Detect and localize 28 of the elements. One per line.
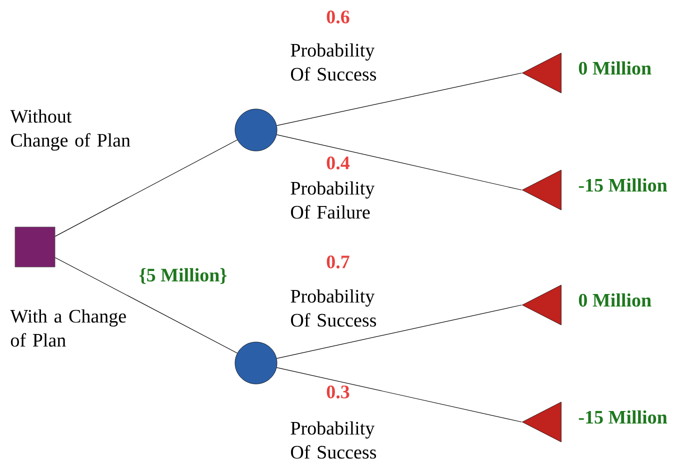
edge-label: Probability Of Success — [290, 421, 376, 459]
payoff-label: -15 Million — [578, 178, 668, 192]
probability-value: 0.7 — [325, 254, 351, 270]
chance-circle — [234, 342, 278, 384]
probability-value: 0.6 — [325, 10, 351, 24]
branch-line — [54, 257, 238, 354]
end-triangle — [522, 170, 562, 210]
payoff-label: 0 Million — [578, 293, 652, 307]
probability-value: 0.4 — [325, 156, 351, 170]
branch-line — [276, 72, 522, 126]
end-triangle — [522, 284, 562, 326]
edge-label: Without Change of Plan — [10, 109, 130, 151]
edge-label: Probability Of Success — [290, 43, 376, 81]
end-triangle — [522, 402, 562, 442]
end-triangle — [522, 52, 562, 94]
branch-line — [54, 140, 238, 237]
edge-label: Probability Of Failure — [290, 181, 375, 219]
edge-label: With a Change of Plan — [10, 309, 126, 347]
payoff-label: -15 Million — [578, 410, 668, 424]
edge-label: Probability Of Success — [290, 289, 376, 327]
branch-line — [276, 134, 522, 190]
payoff-label: 0 Million — [578, 61, 652, 75]
cost-label: {5 Million} — [138, 267, 228, 285]
probability-value: 0.3 — [325, 384, 351, 400]
chance-circle — [234, 108, 278, 152]
decision-square — [14, 226, 56, 268]
branch-line — [276, 367, 522, 422]
branch-line — [276, 304, 522, 359]
